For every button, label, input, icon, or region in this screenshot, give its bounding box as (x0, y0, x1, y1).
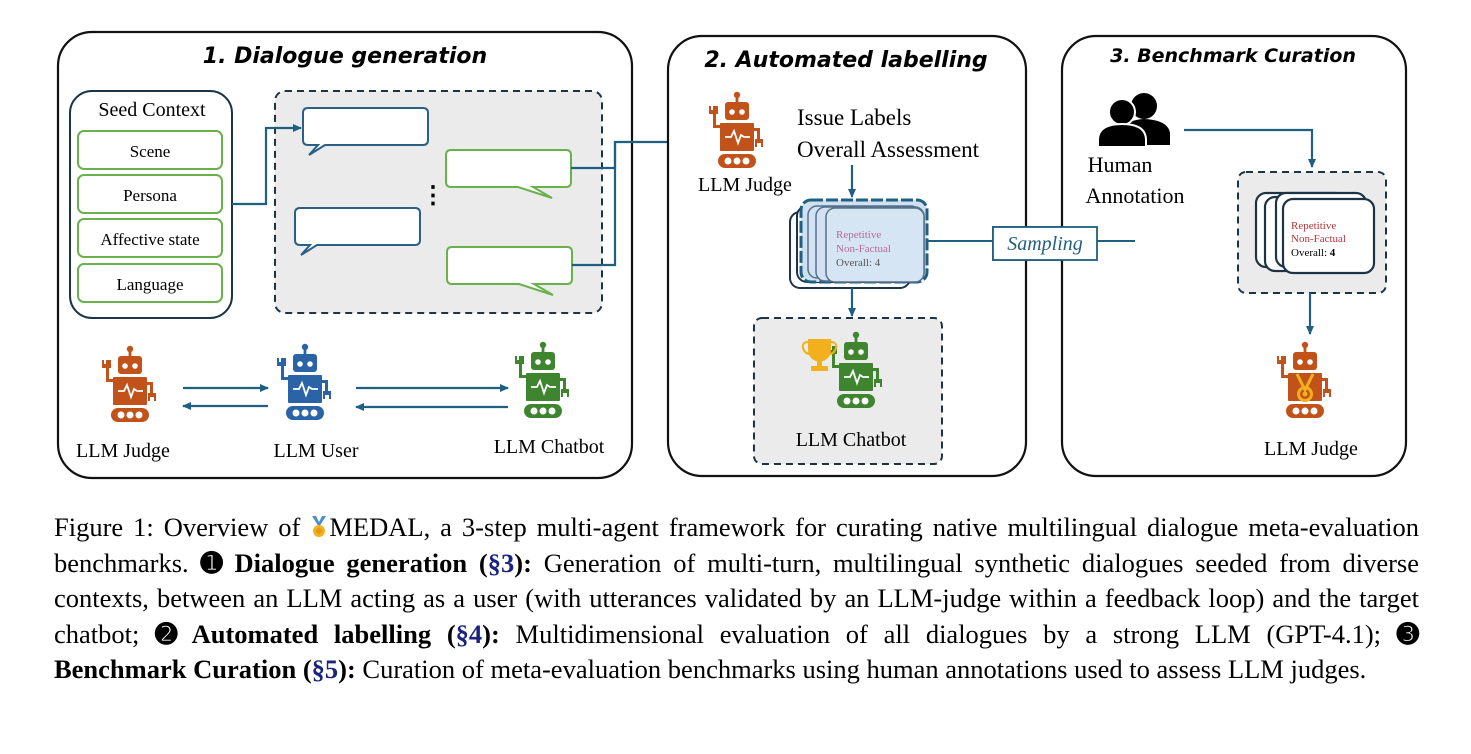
svg-text:Affective state: Affective state (100, 230, 199, 249)
overall-assessment-text: Overall Assessment (797, 137, 980, 162)
step-1-title: Dialogue generation (§3): (222, 547, 532, 578)
svg-text:Overall: 4: Overall: 4 (836, 257, 881, 269)
panel-benchmark-curation: 3. Benchmark Curation Sampling Human Ann… (992, 34, 1408, 478)
svg-text:Scene: Scene (130, 142, 171, 161)
svg-text:Overall: 4: Overall: 4 (1291, 247, 1336, 259)
user-speech-bubble (294, 207, 421, 256)
user-speech-bubble (302, 107, 429, 156)
medal-icon (312, 516, 327, 537)
agent-llm-chatbot: LLM Chatbot (494, 341, 605, 458)
chatbot-speech-bubble (445, 149, 572, 199)
step-2-number: ➋ (155, 618, 178, 649)
chatbot-speech-bubble (446, 246, 573, 296)
benchmark-card-overall-score: 4 (1330, 247, 1336, 259)
section-5-link[interactable]: §5 (311, 654, 339, 684)
seed-context-title: Seed Context (98, 99, 206, 121)
benchmark-box: Repetitive Non-Factual Overall: 4 (1237, 171, 1387, 294)
panel-dialogue-generation: 1. Dialogue generation Seed Context Scen… (56, 30, 634, 480)
dialogue-ellipsis: ⋮ (421, 183, 445, 209)
svg-text:Sampling: Sampling (1007, 233, 1083, 255)
human-to-benchmark-arrow (1184, 128, 1316, 168)
medal-icon (1295, 373, 1315, 402)
agent-llm-judge: LLM Judge (76, 345, 170, 462)
seed-item-persona: Persona (77, 174, 223, 214)
seed-item-scene: Scene (77, 130, 223, 170)
ranked-chatbot-label: LLM Chatbot (796, 429, 907, 451)
medal-judge: LLM Judge (1264, 341, 1358, 460)
human-annotators-icon (1097, 93, 1170, 148)
panel-automated-labelling: 2. Automated labelling LLM Judge Issue L… (666, 34, 1028, 478)
step-1-number: ➊ (200, 547, 223, 578)
panel-2-title: 2. Automated labelling (704, 48, 987, 73)
seed-item-language: Language (77, 263, 223, 303)
agent-llm-user-label: LLM User (274, 440, 359, 462)
framework-diagram: 1. Dialogue generation Seed Context Scen… (56, 30, 1408, 480)
labelling-judge: LLM Judge (698, 91, 792, 196)
section-4-link[interactable]: §4 (455, 618, 483, 649)
panel-3-title: 3. Benchmark Curation (1110, 45, 1356, 67)
seed-to-dialogue-arrow (232, 124, 302, 206)
benchmark-card-label-repetitive: Repetitive (1291, 220, 1336, 232)
benchmark-card-label-non-factual: Non-Factual (1291, 233, 1346, 245)
card-overall-label: Overall: (836, 257, 872, 269)
card-label-non-factual: Non-Factual (836, 243, 891, 255)
issue-labels-text: Issue Labels (797, 105, 911, 130)
medal-judge-label: LLM Judge (1264, 438, 1358, 460)
card-label-repetitive: Repetitive (836, 229, 881, 241)
labelling-judge-label: LLM Judge (698, 174, 792, 196)
human-annotation-line2: Annotation (1086, 183, 1185, 208)
trophy-icon (801, 339, 838, 371)
agent-llm-judge-label: LLM Judge (76, 440, 170, 462)
agent-llm-user: LLM User (274, 343, 359, 462)
card-overall-score: 4 (875, 257, 881, 269)
seed-context-box: Seed Context Scene Persona Affective sta… (69, 90, 233, 319)
step-3-number: ➌ (1396, 618, 1419, 649)
framework-name: MEDAL (329, 512, 424, 542)
seed-item-affective-state: Affective state (77, 218, 223, 258)
dialogue-area: ⋮ (274, 90, 603, 314)
ranked-chatbot-box: LLM Chatbot (753, 317, 943, 465)
figure-caption: Figure 1: Overview of MEDAL, a 3-step mu… (54, 512, 1419, 684)
section-3-link[interactable]: §3 (487, 547, 515, 578)
agent-llm-chatbot-label: LLM Chatbot (494, 436, 605, 458)
human-annotation-line1: Human (1088, 152, 1153, 177)
step-2-title: Automated labelling (§4): (177, 618, 500, 649)
labelled-dialogue-stack: Repetitive Non-Factual Overall: 4 (789, 198, 929, 289)
step-3-title: Benchmark Curation (§5): (54, 654, 356, 684)
benchmark-card-overall-label: Overall: (1291, 247, 1327, 259)
svg-text:Persona: Persona (123, 186, 177, 205)
figure-label: Figure 1: (54, 512, 154, 542)
panel-1-title: 1. Dialogue generation (203, 44, 487, 69)
svg-text:Language: Language (116, 275, 183, 294)
